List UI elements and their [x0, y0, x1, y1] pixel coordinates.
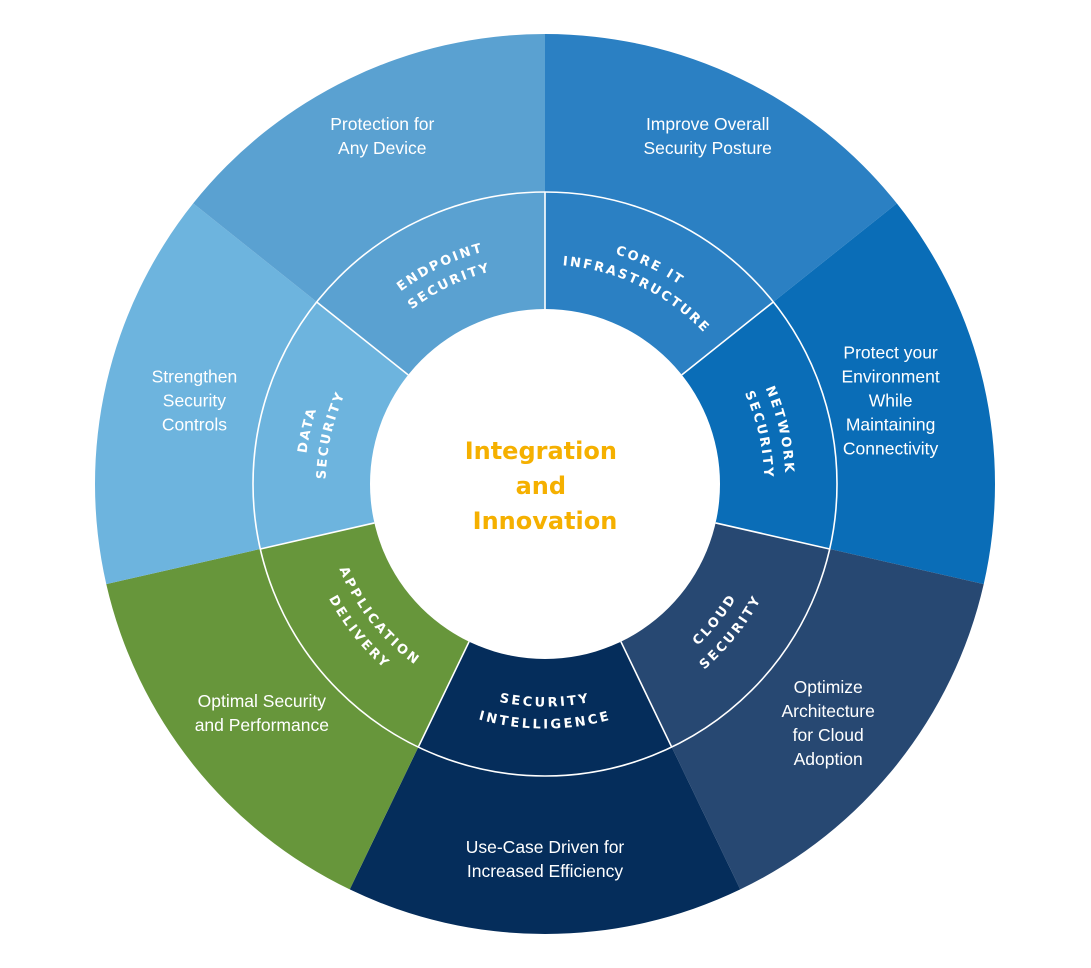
benefit-label-line: Improve Overall [646, 114, 770, 134]
divider-lines-layer [252, 191, 838, 777]
benefit-label-line: and Performance [195, 715, 329, 735]
benefit-label-line: Use-Case Driven for [466, 837, 625, 857]
benefit-label-line: Adoption [794, 749, 863, 769]
radial-divider [620, 641, 673, 748]
radial-divider [316, 301, 409, 376]
wedges-layer [94, 34, 996, 934]
center-title-line-2: and [516, 472, 566, 500]
wedge-network-security [680, 203, 996, 585]
benefit-label-line: Any Device [338, 138, 427, 158]
wedge-security-intelligence [349, 639, 741, 934]
center-title-line-1: Integration [465, 437, 617, 465]
center-circle [370, 309, 720, 659]
radial-divider [715, 522, 830, 550]
category-label-line: SECURITY [498, 691, 589, 711]
center-title-line-3: Innovation [473, 507, 618, 535]
benefit-label-line: Security Posture [644, 138, 772, 158]
radial-divider [260, 522, 375, 550]
benefit-label-line: Maintaining [846, 415, 936, 435]
wedge-data-security [94, 203, 410, 585]
benefit-label-line: Protection for [330, 114, 434, 134]
benefit-label-line: Optimize [794, 677, 863, 697]
wedge-endpoint-security [193, 34, 545, 377]
benefit-label-line: While [869, 391, 913, 411]
wedge-cloud-security [620, 522, 984, 890]
wedge-core-it-infrastructure [545, 34, 897, 377]
benefit-label-line: Controls [162, 415, 227, 435]
benefit-label-line: Architecture [781, 701, 874, 721]
radial-divider [681, 301, 774, 376]
radial-divider [417, 641, 470, 748]
benefit-label-application-delivery: Optimal Security and Performance [195, 691, 329, 735]
benefit-label-line: for Cloud [793, 725, 864, 745]
benefit-label-line: Environment [841, 367, 939, 387]
center-title: Integration and Innovation [465, 437, 626, 535]
center-hub: Integration and Innovation [370, 309, 720, 659]
benefit-label-line: Protect your [843, 343, 938, 363]
benefit-label-line: Connectivity [843, 439, 939, 459]
benefit-label-line: Strengthen [152, 367, 238, 387]
wedge-application-delivery [106, 522, 470, 890]
category-label-security-intelligence: SECURITY [498, 691, 591, 711]
benefit-label-line: Increased Efficiency [467, 861, 624, 881]
benefit-label-line: Security [163, 391, 226, 411]
benefit-label-line: Optimal Security [198, 691, 327, 711]
